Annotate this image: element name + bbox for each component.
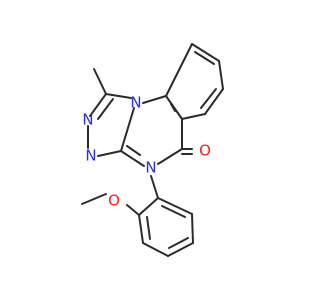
bond-methyl — [93, 68, 107, 95]
bond-ar2-ome — [126, 204, 140, 216]
bond-c1-n2-b — [97, 98, 114, 120]
bond-c9-c8-inner — [194, 51, 215, 65]
bond-c3-n4-a — [120, 150, 145, 167]
bond-c3-n1 — [120, 107, 135, 152]
bond-ar3-ar4 — [142, 242, 169, 257]
atom-o-carbonyl: O — [199, 142, 211, 160]
bond-ar2-ar3-inner — [146, 216, 151, 240]
structure-canvas: N N N N O O — [81, 43, 224, 257]
bond-c6-c5a — [181, 113, 206, 120]
bond-n1-c9a — [142, 95, 167, 104]
bond-ar1-ar2 — [138, 197, 159, 216]
bond-ar6-ar1-inner — [161, 205, 186, 218]
bond-ome-ch3 — [81, 193, 107, 205]
bond-n4-aryl — [150, 175, 159, 199]
bond-c9-c8 — [191, 43, 220, 62]
bond-c9a-c9 — [165, 43, 193, 97]
bond-c3-n4-b — [126, 145, 141, 156]
bond-ar5-ar6 — [191, 213, 194, 244]
bond-ar6-ar1 — [157, 197, 193, 215]
atom-n-triazole-lower-left: N — [85, 147, 96, 165]
bond-ar4-ar5 — [167, 242, 194, 257]
bond-c1-n2-a — [89, 93, 107, 117]
bond-c1-n1 — [105, 93, 132, 99]
molecule-drawing: N N N N O O — [81, 43, 224, 257]
atom-o-methoxy: O — [108, 192, 120, 210]
atom-n-amide: N — [145, 159, 156, 177]
bond-n4-c5 — [157, 148, 183, 165]
bond-ar2-ar3 — [138, 214, 144, 244]
bond-c8-c7 — [218, 60, 224, 90]
bond-c7-c6-inner — [200, 88, 217, 109]
atom-n-triazole-upper-left: N — [82, 111, 93, 129]
bond-c7-c6 — [204, 88, 224, 115]
bond-ar4-ar5-inner — [168, 237, 189, 249]
atom-n-triazole-top: N — [130, 94, 141, 112]
bond-n3-c3 — [97, 150, 122, 157]
bond-c5a-c9a-inner — [170, 103, 176, 112]
